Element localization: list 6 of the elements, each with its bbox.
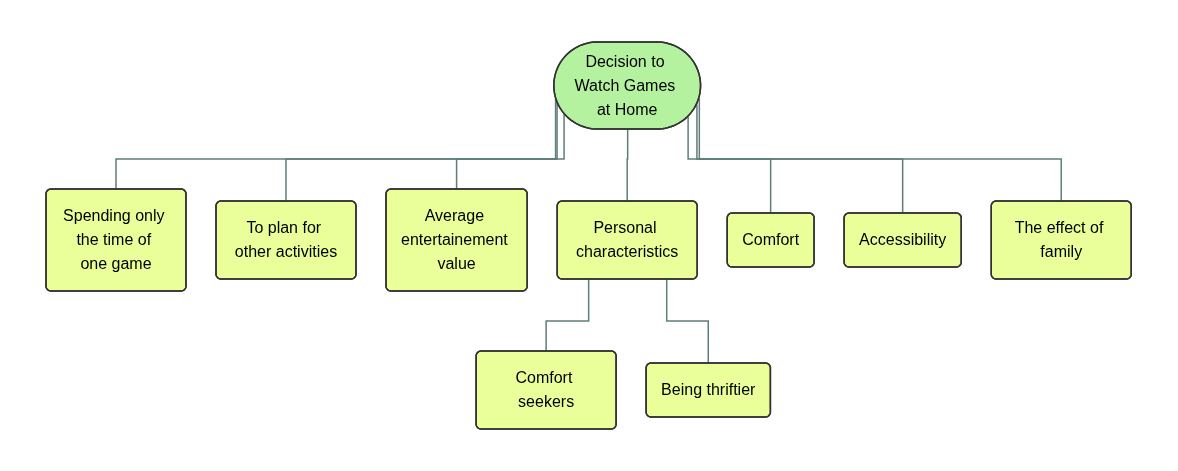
- connector: [687, 116, 773, 215]
- connector: [626, 128, 629, 203]
- connector: [545, 278, 590, 353]
- connector: [456, 112, 566, 191]
- connector: [698, 97, 1063, 203]
- connector: [666, 278, 710, 365]
